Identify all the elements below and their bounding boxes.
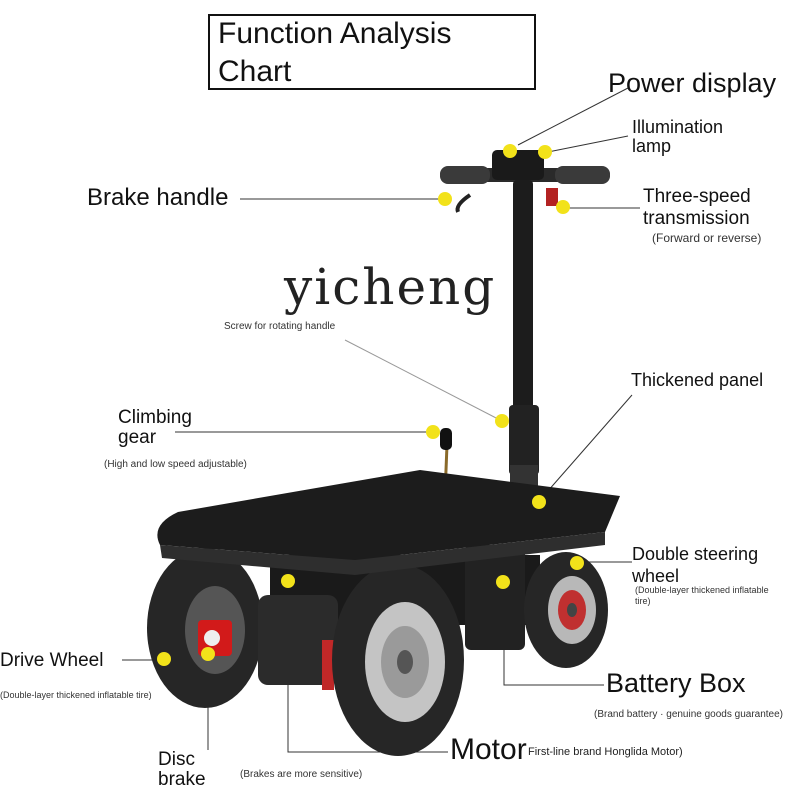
label-climbing-line1: Climbing xyxy=(118,407,192,428)
label-disc-line2: brake xyxy=(158,769,206,790)
note-battery: (Brand battery · genuine goods guarantee… xyxy=(594,709,784,720)
markers xyxy=(157,144,584,666)
note-motor: First-line brand Honglida Motor) xyxy=(528,746,683,758)
label-three-speed: Three-speed transmission xyxy=(643,186,751,230)
note-drive-wheel: (Double-layer thickened inflatable tire) xyxy=(0,690,152,700)
title-line-2: Chart xyxy=(218,55,292,88)
drive-wheel-left xyxy=(147,548,263,708)
steering-wheel xyxy=(524,552,608,668)
label-illumination-line2: lamp xyxy=(632,136,672,156)
title-box: Function Analysis Chart xyxy=(208,14,536,90)
note-screw: Screw for rotating handle xyxy=(224,321,336,332)
label-disc-line1: Disc xyxy=(158,749,195,770)
label-motor: Motor xyxy=(450,733,527,766)
label-three-speed-line2: transmission xyxy=(643,208,750,229)
motor-body xyxy=(258,595,338,690)
title-line-1: Function Analysis xyxy=(218,17,452,50)
label-brake-handle: Brake handle xyxy=(87,184,229,211)
note-climbing: (High and low speed adjustable) xyxy=(104,459,247,470)
platform-deck xyxy=(157,470,621,575)
steering-column xyxy=(509,180,539,489)
note-double-steering-line1: (Double-layer thickened inflatable xyxy=(635,585,769,595)
label-three-speed-line1: Three-speed xyxy=(643,186,751,207)
label-illumination-line1: Illumination xyxy=(632,117,724,137)
label-drive-wheel: Drive Wheel xyxy=(0,650,104,671)
label-climbing-line2: gear xyxy=(118,427,157,448)
label-thickened-panel: Thickened panel xyxy=(631,370,764,390)
watermark: yicheng xyxy=(284,258,497,316)
label-double-steering: Double steering wheel xyxy=(632,543,758,587)
label-illumination: Illumination lamp xyxy=(632,118,723,156)
note-brakes: (Brakes are more sensitive) xyxy=(240,769,363,780)
label-disc-brake: Disc brake xyxy=(158,750,206,790)
front-wheel xyxy=(332,564,464,756)
label-power-display: Power display xyxy=(608,68,777,98)
note-double-steering-line2: tire) xyxy=(635,596,651,606)
handlebar xyxy=(440,150,610,213)
label-double-steering-line2: wheel xyxy=(632,566,680,586)
label-double-steering-line1: Double steering xyxy=(632,544,759,564)
label-battery-box: Battery Box xyxy=(606,668,746,698)
label-climbing-gear: Climbing gear xyxy=(118,408,192,448)
note-three-speed: (Forward or reverse) xyxy=(652,231,762,245)
note-double-steering: (Double-layer thickened inflatable tire) xyxy=(635,585,769,607)
